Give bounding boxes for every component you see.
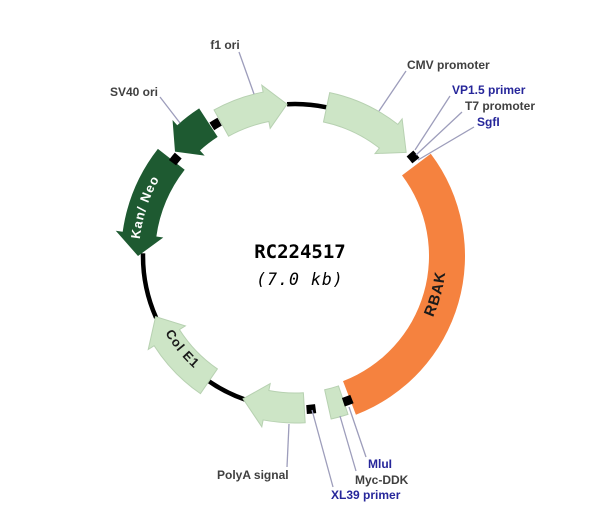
feature-cmv-promoter <box>322 92 407 155</box>
feature-kan-neo <box>115 148 185 256</box>
label-cmv-promoter: CMV promoter <box>407 58 490 72</box>
label-xl39-primer-leader-line <box>311 409 334 488</box>
sgfi-site-marker <box>406 150 420 164</box>
label-sv40-ori-leader-line <box>159 96 181 124</box>
feature-f1-ori <box>213 84 288 137</box>
label-mlui-leader-line <box>348 406 367 458</box>
feature-polya-signal <box>242 382 306 429</box>
xl39-site-marker <box>306 404 317 415</box>
plasmid-title: RC224517 <box>254 241 346 263</box>
plasmid-backbone-arc <box>205 377 247 402</box>
label-vp15-primer-leader-line <box>414 95 451 151</box>
label-f1-ori-leader-line <box>238 51 255 95</box>
label-xl39-primer: XL39 primer <box>331 488 401 502</box>
plasmid-size: (7.0 kb) <box>256 270 343 289</box>
feature-myc-ddk <box>324 385 349 420</box>
kan-sv40-junction-marker <box>168 152 182 166</box>
label-mlui: MluI <box>368 457 392 471</box>
plasmid-backbone-arc <box>140 253 159 319</box>
label-t7-promoter-leader-line <box>415 111 463 156</box>
label-t7-promoter: T7 promoter <box>465 99 535 113</box>
label-f1-ori: f1 ori <box>210 38 239 52</box>
plasmid-backbone-arc <box>286 101 328 110</box>
label-myc-ddk-leader-line <box>339 415 357 472</box>
label-polya-signal-leader-line <box>286 423 290 468</box>
feature-rbak <box>343 153 465 415</box>
feature-col-e1 <box>147 315 219 395</box>
label-cmv-promoter-leader-line <box>378 70 407 112</box>
label-sgfi-leader-line <box>417 126 475 161</box>
label-polya-signal: PolyA signal <box>217 468 289 482</box>
feature-sv40-ori <box>172 108 218 156</box>
label-sgfi: SgfI <box>477 115 500 129</box>
label-sv40-ori: SV40 ori <box>110 85 158 99</box>
label-vp15-primer: VP1.5 primer <box>452 83 526 97</box>
sv40-f1-junction-marker <box>209 117 222 131</box>
label-myc-ddk: Myc-DDK <box>355 473 409 487</box>
mlui-site-marker <box>341 394 354 407</box>
